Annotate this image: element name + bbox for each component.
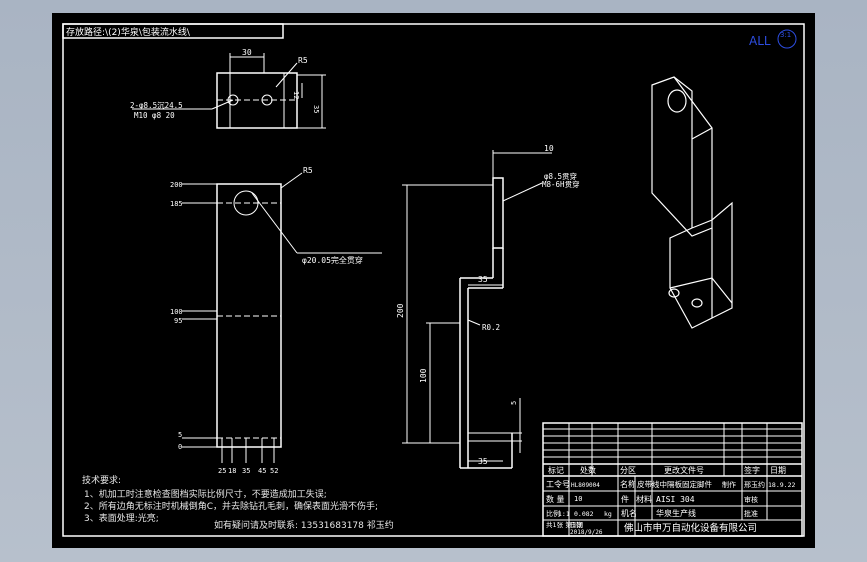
tb-date-label: 日期 <box>570 521 584 529</box>
tb-company: 佛山市申万自动化设备有限公司 <box>624 522 757 534</box>
drawing-sheet: 存放路径:\(2)华泉\包装流水线\ ALL 3:1 30 R5 35 12 2… <box>52 13 815 548</box>
side-dim-200: 200 <box>396 303 405 318</box>
front-tick-185: 185 <box>170 200 183 208</box>
tb-weight: 0.082 <box>574 510 594 518</box>
front-tick-95: 95 <box>174 317 182 325</box>
notes-contact: 如有疑问请及时联系: 13531683178 祁玉约 <box>214 519 394 531</box>
top-dim-width: 30 <box>242 48 252 57</box>
tb-header: 更改文件号 <box>664 465 704 475</box>
tb-material: AISI 304 <box>656 495 695 504</box>
scale-label: 3:1 <box>780 31 791 39</box>
path-label: 存放路径:\(2)华泉\包装流水线\ <box>66 26 191 38</box>
tb-material-label: 材料 <box>636 494 652 504</box>
side-dim-35-bottom: 35 <box>478 457 488 466</box>
notes-item: 2、所有边角无标注时机械倒角C，并去除钻孔毛刺，确保表面光滑不伤手; <box>84 500 378 512</box>
side-dim-hole-1: φ8.5贯穿 <box>544 171 577 181</box>
cad-drawing: 存放路径:\(2)华泉\包装流水线\ ALL 3:1 30 R5 35 12 2… <box>62 23 805 537</box>
side-dim-10: 10 <box>544 144 554 153</box>
tb-name-label: 名称 <box>620 479 636 489</box>
side-view <box>402 150 552 469</box>
side-dim-5: 5 <box>510 401 518 405</box>
tb-part-no: HL809004 <box>571 482 600 489</box>
tb-qty: 10 <box>574 495 582 503</box>
side-dim-100: 100 <box>419 368 428 383</box>
front-view <box>182 172 382 463</box>
tb-review-label: 审核 <box>744 495 758 504</box>
view-label: ALL <box>749 34 771 48</box>
tb-header: 日期 <box>770 466 786 475</box>
title-block <box>542 422 803 537</box>
front-dim-radius: R5 <box>303 166 313 175</box>
tb-scale-value: 1:1 <box>558 510 570 518</box>
tb-maker: 邢玉约 <box>744 480 765 489</box>
top-dim-holes-2: M10 φ8 20 <box>134 111 175 120</box>
tb-name-extra: 制作 <box>722 480 736 489</box>
tb-header: 标记 <box>548 465 564 475</box>
tb-machine-label: 机名 <box>621 508 637 518</box>
tb-unit: 件 <box>621 494 629 504</box>
front-dim-hole: φ20.05完全贯穿 <box>302 255 363 265</box>
tb-date: 18.9.22 <box>768 481 795 489</box>
front-tick-5: 5 <box>178 431 182 439</box>
tb-part-no-label: 工令号 <box>546 479 570 489</box>
front-bottom-tick: 25 <box>218 467 226 475</box>
tb-header: 分区 <box>620 466 636 475</box>
front-tick-100: 100 <box>170 308 183 316</box>
tb-approve-label: 批准 <box>744 509 758 518</box>
tb-qty-label: 数 量 <box>546 494 565 504</box>
tb-weight-unit: kg <box>604 510 612 518</box>
top-dim-radius: R5 <box>298 56 308 65</box>
notes-item: 3、表面处理:光亮; <box>84 512 159 524</box>
tb-name-value: 皮带线中隔板固定脚件 <box>637 479 712 489</box>
tb-machine: 华泉生产线 <box>656 508 696 518</box>
tb-print-date: 2018/9/26 <box>570 529 603 536</box>
front-tick-0: 0 <box>178 443 182 451</box>
side-dim-r: R0.2 <box>482 323 500 332</box>
tb-header: 签字 <box>744 465 760 475</box>
isometric-view <box>651 76 733 329</box>
tb-scale-row-label: 比例 <box>546 509 560 518</box>
tb-header: 处数 <box>580 465 596 475</box>
top-dim-height: 35 <box>312 105 320 113</box>
top-dim-small: 12 <box>292 91 300 99</box>
front-tick-200: 200 <box>170 181 183 189</box>
drawing-frame <box>62 23 805 537</box>
side-dim-hole-2: M8-6H贯穿 <box>542 179 580 189</box>
notes-item: 1、机加工时注意检查图档实际比例尺寸，不要造成加工失误; <box>84 488 327 500</box>
view-indicator: ALL 3:1 <box>749 29 797 49</box>
top-dim-holes-1: 2-φ8.5沉24.5 <box>130 101 183 110</box>
notes-heading: 技术要求: <box>82 474 121 486</box>
front-bottom-tick: 45 <box>258 467 266 475</box>
tb-sheet-label: 共1张 第1张 <box>546 520 583 529</box>
front-bottom-tick: 52 <box>270 467 278 475</box>
front-bottom-tick: 35 <box>242 467 250 475</box>
path-label-box: 存放路径:\(2)华泉\包装流水线\ <box>62 23 284 39</box>
side-dim-35-top: 35 <box>478 275 488 284</box>
front-bottom-tick: 18 <box>228 467 236 475</box>
top-view <box>132 53 326 129</box>
scale-circle <box>777 29 797 49</box>
